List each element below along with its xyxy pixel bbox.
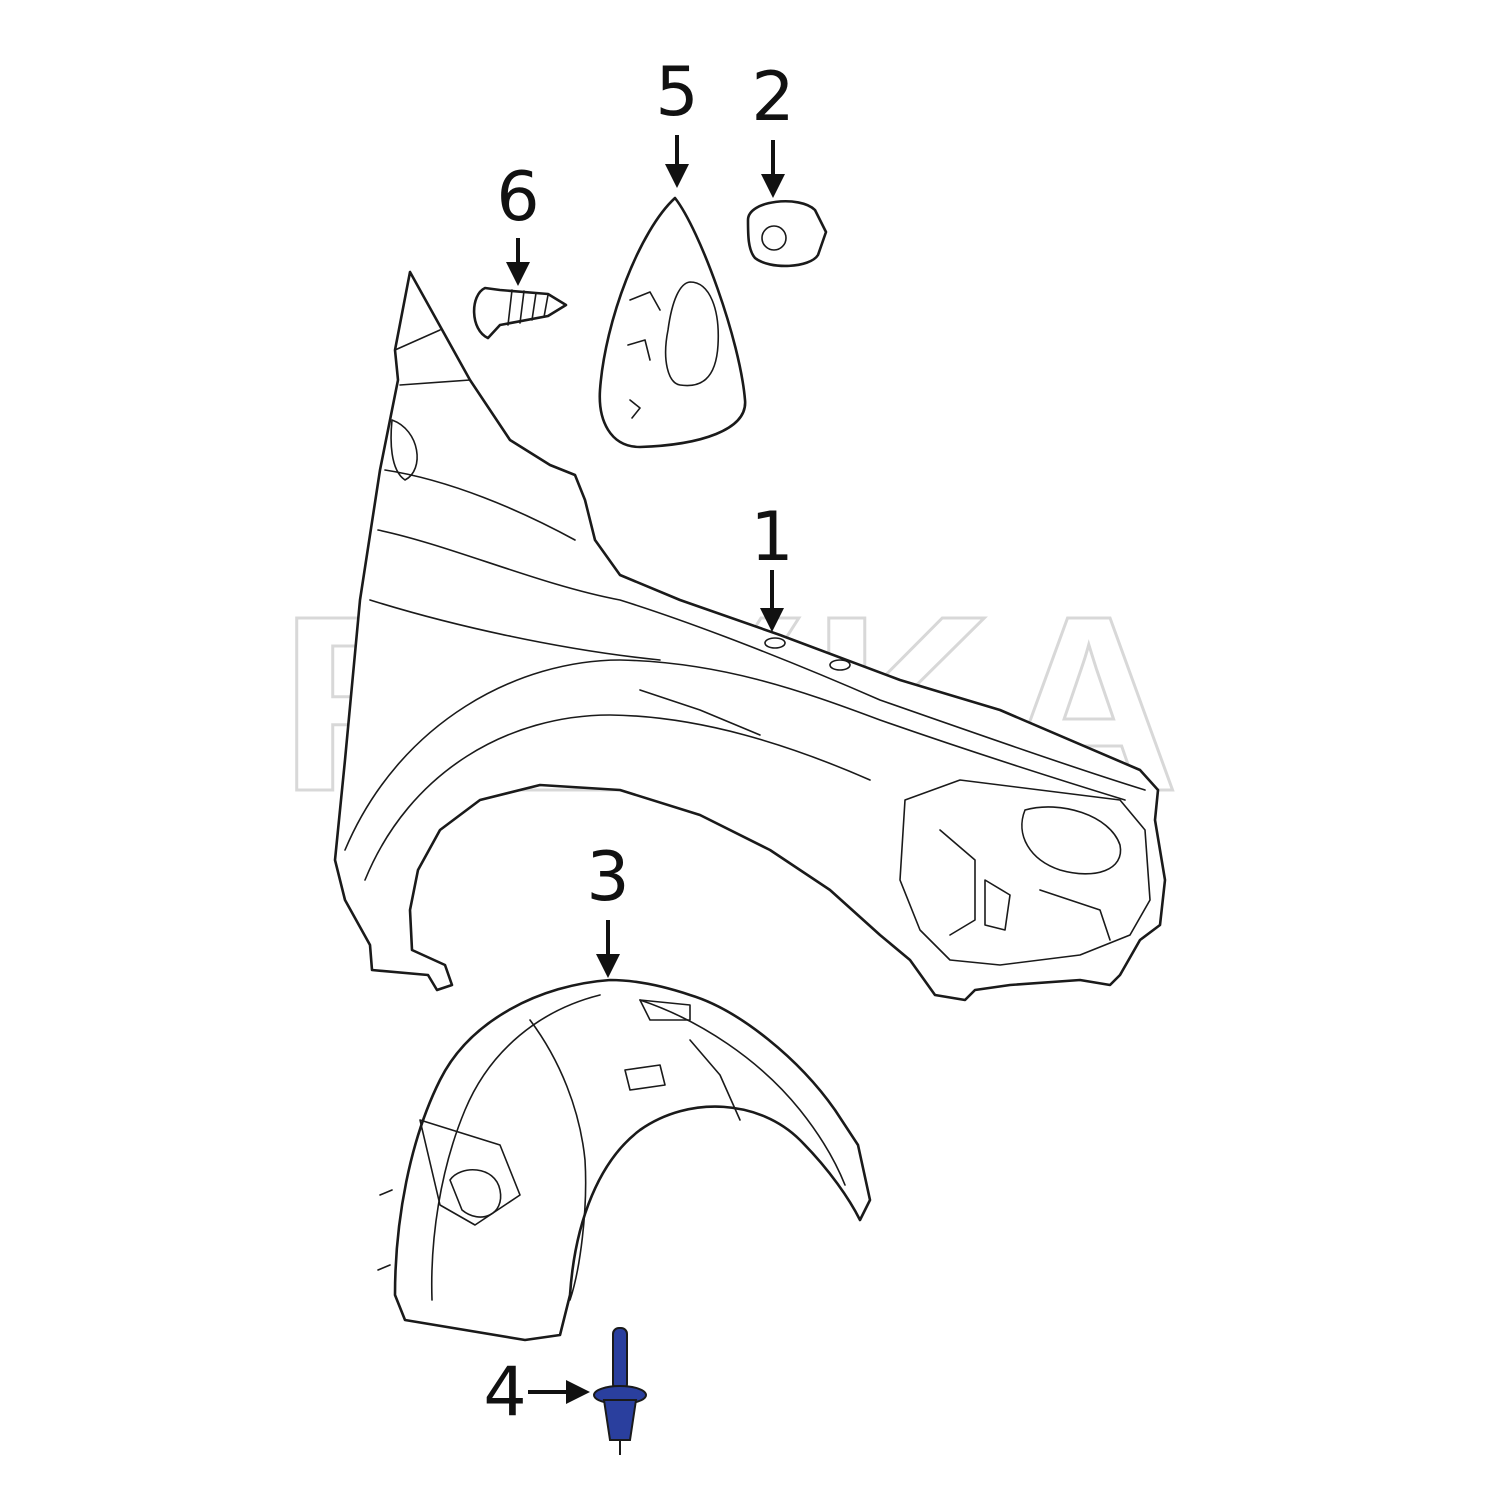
callout-2: 2 <box>751 58 795 198</box>
callout-5: 5 <box>655 53 699 188</box>
callout-label-6: 6 <box>496 158 539 237</box>
screw-part[interactable] <box>472 286 568 340</box>
callout-4: 4 <box>483 1353 590 1432</box>
grommet-part[interactable] <box>746 199 828 268</box>
callout-label-5: 5 <box>655 53 698 132</box>
callout-3: 3 <box>586 838 630 978</box>
push-pin-retainer-part[interactable] <box>593 1327 647 1455</box>
callout-1: 1 <box>750 498 794 632</box>
fender-liner-part[interactable] <box>377 978 872 1342</box>
callout-label-1: 1 <box>750 498 793 577</box>
callout-label-2: 2 <box>751 58 794 137</box>
callout-label-3: 3 <box>586 838 629 917</box>
callout-label-4: 4 <box>483 1353 526 1432</box>
fender-part[interactable] <box>333 270 1167 1002</box>
callout-6: 6 <box>496 158 540 286</box>
fender-insulator-part[interactable] <box>598 196 747 449</box>
